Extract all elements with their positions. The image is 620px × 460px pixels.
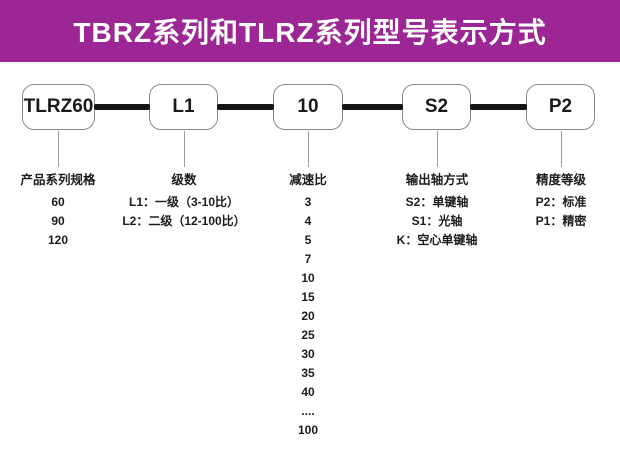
legend-item: 40: [301, 385, 315, 399]
legend-item: 100: [297, 423, 319, 437]
legend-precision: 精度等级 P2：标准 P1：精密: [511, 169, 611, 231]
legend-item: K：空心单键轴: [396, 233, 478, 247]
legend-item: 60: [51, 195, 65, 209]
legend-item: S2：单键轴: [405, 195, 469, 209]
legend-series-heading: 产品系列规格: [20, 173, 96, 187]
legend-ratio-heading: 减速比: [289, 173, 327, 187]
legend-item: 20: [301, 309, 315, 323]
legend-item: S1：光轴: [411, 214, 463, 228]
legend-item: 10: [301, 271, 315, 285]
legend-stage: 级数 L1：一级（3-10比） L2：二级（12-100比）: [104, 169, 264, 231]
legend-item: 3: [304, 195, 312, 209]
connector-line: [217, 104, 274, 110]
model-box-precision: P2: [526, 84, 595, 130]
page-title: TBRZ系列和TLRZ系列型号表示方式: [73, 17, 547, 48]
legend-item: 4: [304, 214, 312, 228]
drop-line: [58, 131, 59, 167]
connector-line: [470, 104, 527, 110]
legend-item: P1：精密: [535, 214, 587, 228]
legend-item: L1：一级（3-10比）: [128, 195, 240, 209]
model-box-ratio: 10: [273, 84, 343, 130]
legend-item: 30: [301, 347, 315, 361]
legend-precision-heading: 精度等级: [535, 173, 586, 187]
model-box-shaft: S2: [402, 84, 471, 130]
drop-line: [308, 131, 309, 167]
legend-item: P2：标准: [535, 195, 587, 209]
legend-shaft-heading: 输出轴方式: [405, 173, 469, 187]
legend-item: 35: [301, 366, 315, 380]
legend-shaft: 输出轴方式 S2：单键轴 S1：光轴 K：空心单键轴: [372, 169, 502, 250]
legend-item: 90: [51, 214, 65, 228]
legend-item: L2：二级（12-100比）: [122, 214, 246, 228]
drop-line: [437, 131, 438, 167]
model-box-stage: L1: [149, 84, 218, 130]
drop-line: [561, 131, 562, 167]
legend-ratio: 减速比 3 4 5 7 10 15 20 25 30 35 40 .... 10…: [263, 169, 353, 440]
connector-line: [342, 104, 403, 110]
model-box-series: TLRZ60: [22, 84, 95, 130]
legend-item: 5: [304, 233, 312, 247]
legend-item: 15: [301, 290, 315, 304]
legend-item: ....: [301, 404, 315, 418]
drop-line: [184, 131, 185, 167]
legend-item: 7: [304, 252, 312, 266]
legend-item: 120: [47, 233, 69, 247]
legend-item: 25: [301, 328, 315, 342]
connector-line: [94, 104, 150, 110]
title-bar: TBRZ系列和TLRZ系列型号表示方式: [0, 0, 620, 62]
legend-series: 产品系列规格 60 90 120: [8, 169, 108, 250]
legend-stage-heading: 级数: [171, 173, 197, 187]
